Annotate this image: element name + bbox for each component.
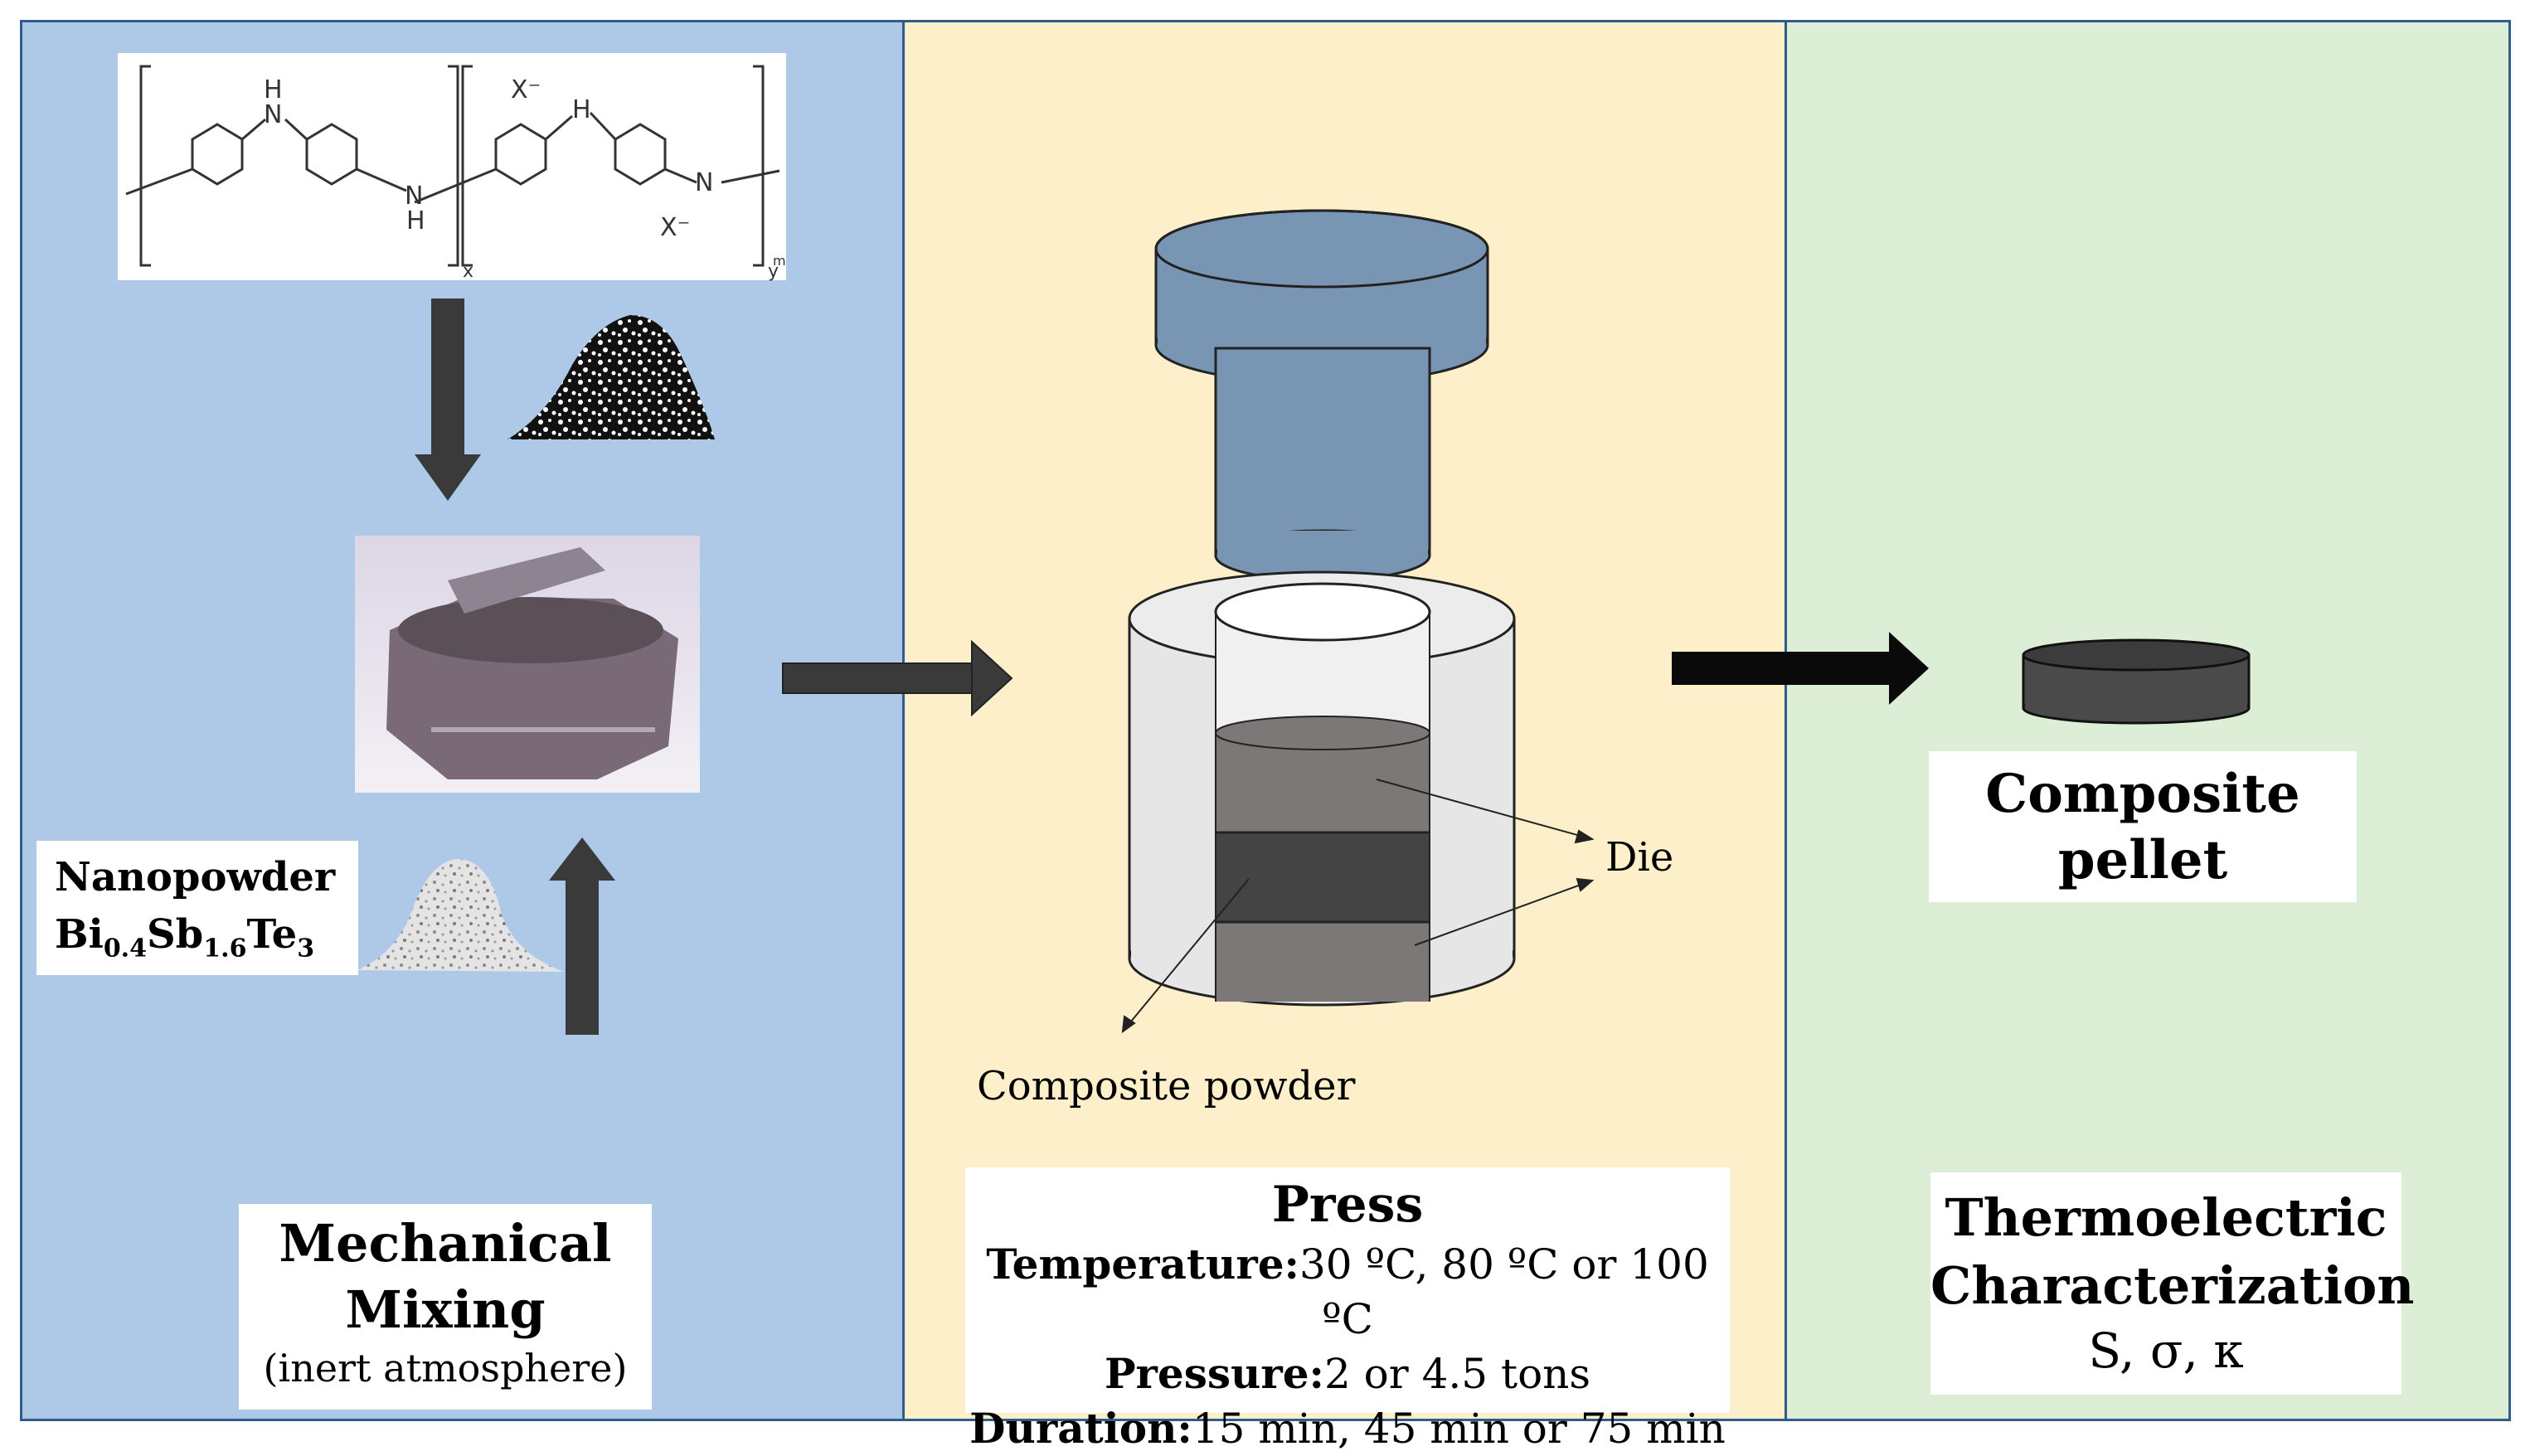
- pressure-label: Pressure:: [1104, 1349, 1324, 1398]
- mixing-title-line1: Mechanical: [279, 1213, 612, 1274]
- mixing-title-line2: Mixing: [345, 1279, 546, 1340]
- press-apparatus: [1154, 209, 1489, 582]
- imine-h-label: H: [572, 95, 591, 124]
- amine-h-label: H: [264, 75, 283, 104]
- press-duration: Duration:15 min, 45 min or 75 min: [965, 1401, 1730, 1456]
- pellet-title-line2: pellet: [2057, 829, 2228, 891]
- mixing-subtitle: (inert atmosphere): [263, 1346, 628, 1390]
- formula-bi-sub: 0.4: [103, 934, 148, 963]
- formula-te-sub: 3: [297, 934, 315, 963]
- die-label: Die: [1605, 834, 1674, 881]
- duration-value: 15 min, 45 min or 75 min: [1192, 1405, 1726, 1453]
- press-title: Press: [1271, 1176, 1424, 1234]
- mix-to-press-arrow: [782, 639, 1013, 717]
- press-die: [1128, 570, 1516, 1007]
- press-to-char-arrow: [1672, 632, 1929, 705]
- formula-sb-sub: 1.6: [203, 934, 247, 963]
- characterization-properties: S, σ, κ: [2088, 1323, 2244, 1379]
- char-title-line2: Characterization: [1930, 1255, 2415, 1316]
- mechanical-mixing-label-box: Mechanical Mixing (inert atmosphere): [239, 1204, 652, 1410]
- formula-bi: Bi: [55, 911, 104, 958]
- polymer-powder-pile: [507, 315, 715, 439]
- subscript-m: m: [773, 253, 786, 269]
- composite-powder-label: Composite powder: [977, 1063, 1356, 1109]
- subscript-x: x: [463, 261, 473, 282]
- polyaniline-structure: H N N H X⁻ H N X⁻ x y m: [118, 53, 786, 282]
- amine-n-label: N: [264, 100, 282, 129]
- nanopowder-formula: Bi0.4Sb1.6Te3: [55, 905, 358, 978]
- counterion2-label: X⁻: [660, 213, 690, 242]
- press-pressure: Pressure:2 or 4.5 tons: [965, 1347, 1730, 1401]
- pressure-value: 2 or 4.5 tons: [1323, 1350, 1591, 1398]
- formula-te: Te: [246, 911, 298, 958]
- down-arrow: [415, 298, 481, 501]
- amine-h2-label: H: [406, 206, 425, 235]
- mechanical-mixing-title: Mechanical Mixing: [239, 1204, 652, 1343]
- counterion-label: X⁻: [511, 75, 541, 104]
- press-label-box: Press Temperature:30 ºC, 80 ºC or 100 ºC…: [965, 1167, 1730, 1453]
- characterization-title: Thermoelectric Characterization: [1930, 1172, 2415, 1320]
- thermoelectric-characterization-label-box: Thermoelectric Characterization S, σ, κ: [1930, 1172, 2415, 1395]
- nanopowder-label-box: Nanopowder Bi0.4Sb1.6Te3: [36, 841, 358, 975]
- mortar-and-pestle-image: [355, 536, 700, 793]
- leader-lines: [1121, 779, 1595, 1034]
- formula-sb: Sb: [147, 911, 204, 958]
- amine-n2-label: N: [405, 182, 423, 211]
- temperature-label: Temperature:: [986, 1240, 1299, 1289]
- imine-n-label: N: [695, 168, 713, 197]
- composite-pellet: [2022, 638, 2251, 725]
- press-temperature: Temperature:30 ºC, 80 ºC or 100 ºC: [965, 1237, 1730, 1347]
- subscript-y: y: [768, 261, 779, 282]
- temperature-value: 30 ºC, 80 ºC or 100 ºC: [1299, 1240, 1709, 1343]
- char-title-line1: Thermoelectric: [1945, 1187, 2387, 1248]
- composite-pellet-title: Composite pellet: [1929, 751, 2357, 894]
- pellet-title-line1: Composite: [1985, 763, 2300, 825]
- nanopowder-pile: [357, 859, 564, 972]
- composite-pellet-label-box: Composite pellet: [1929, 751, 2357, 902]
- up-arrow: [549, 837, 615, 1035]
- nanopowder-title: Nanopowder: [55, 854, 336, 900]
- duration-label: Duration:: [969, 1404, 1192, 1453]
